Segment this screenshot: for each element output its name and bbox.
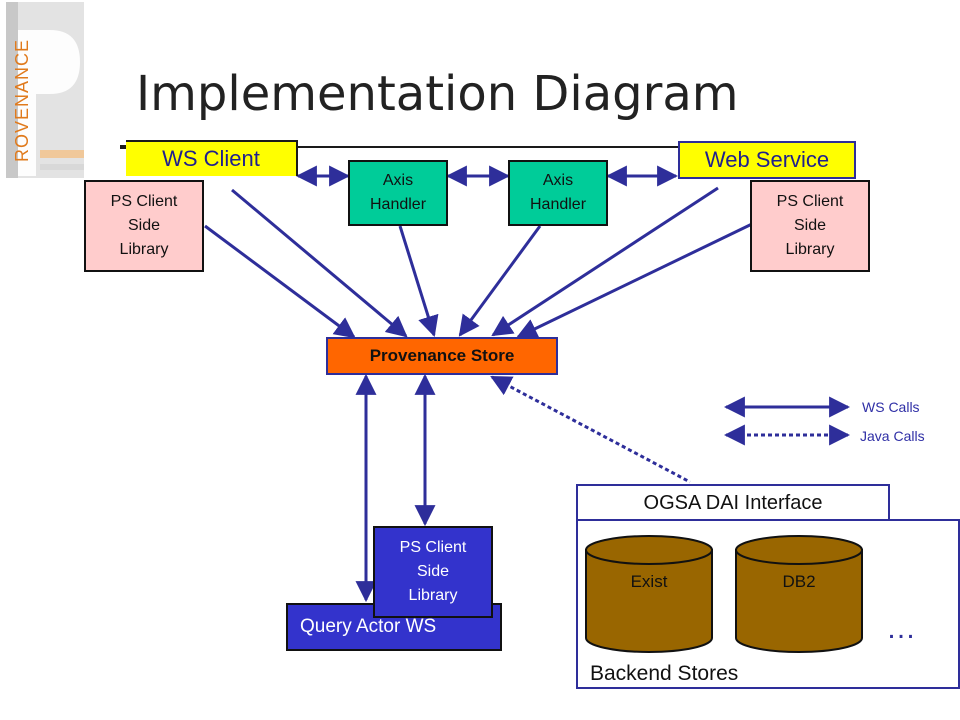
page-title: Implementation Diagram [136, 66, 739, 122]
ogsa-dai-interface-box: OGSA DAI Interface [576, 484, 890, 522]
backend-stores-label: Backend Stores [590, 662, 739, 685]
legend-ws-calls: WS Calls [862, 399, 920, 415]
webservice-to-store-arrow [491, 186, 719, 337]
exist-label: Exist [630, 572, 668, 591]
axis-left-to-store-arrow [398, 225, 439, 338]
provenance-logo [6, 2, 84, 178]
ps-client-left-line2: Side [127, 217, 161, 234]
legend-java-calls: Java Calls [860, 428, 925, 444]
ps-client-bottom-line3: Library [408, 587, 458, 604]
store-ogsa-java-arrow [490, 375, 691, 484]
ps-client-bottom-line2: Side [416, 563, 450, 580]
ps-left-to-store-arrow [204, 224, 356, 339]
axis-right-line2: Handler [529, 196, 587, 213]
ps-client-library-right: PS Client Side Library [750, 180, 870, 272]
axis-right-to-store-arrow [458, 225, 542, 337]
axis-handler-left: Axis Handler [348, 160, 448, 226]
axis-left-line2: Handler [369, 196, 427, 213]
ws-client-box: WS Client [126, 140, 298, 176]
web-service-box: Web Service [678, 141, 856, 179]
db2-database-icon [735, 535, 863, 653]
ps-client-left-line3: Library [119, 241, 169, 258]
ps-client-right-line2: Side [793, 217, 827, 234]
exist-database-icon [585, 535, 713, 653]
ps-client-right-line1: PS Client [776, 193, 844, 210]
ps-right-to-store-arrow [516, 222, 753, 339]
ps-client-right-line3: Library [785, 241, 835, 258]
wsclient-to-store-arrow [231, 188, 408, 338]
db2-label: DB2 [782, 572, 816, 591]
query-actor-ws-label: Query Actor WS [300, 616, 437, 637]
provenance-store-box: Provenance Store [326, 337, 558, 375]
ogsa-dai-label: OGSA DAI Interface [643, 491, 823, 514]
ps-client-left-line1: PS Client [110, 193, 178, 210]
more-stores-ellipsis: … [886, 612, 916, 645]
ps-client-library-left: PS Client Side Library [84, 180, 204, 272]
axis-right-line1: Axis [542, 172, 574, 189]
axis-left-line1: Axis [382, 172, 414, 189]
axis-handler-right: Axis Handler [508, 160, 608, 226]
ps-client-library-bottom: PS Client Side Library [373, 526, 493, 618]
ps-client-bottom-line1: PS Client [399, 539, 467, 556]
